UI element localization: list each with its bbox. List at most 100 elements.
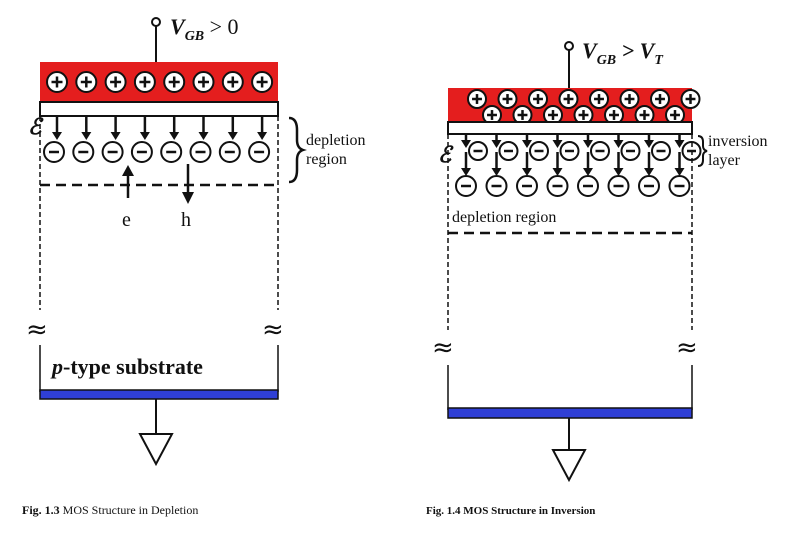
positive-charge-icon (680, 89, 701, 109)
gate-voltage-label: VGB > VT (582, 38, 664, 68)
positive-charge-icon (528, 89, 548, 109)
depletion-label-1: depletion (306, 132, 366, 149)
positive-charges (467, 89, 701, 125)
negative-charge-icon (651, 141, 671, 161)
negative-charge-icon (607, 175, 630, 197)
field-arrow-icon (613, 135, 624, 148)
negative-charge-icon (577, 175, 599, 197)
field-arrow-icon (52, 117, 62, 140)
negative-charge-icon (668, 175, 691, 197)
gate-terminal-circle (151, 17, 161, 27)
negative-charge-icon (559, 141, 580, 161)
negative-charge-icon (638, 175, 660, 197)
field-arrow-icon (522, 135, 532, 148)
field-arrow-icon (461, 152, 471, 176)
negative-charge-icon (455, 175, 477, 197)
negative-charge-icon (189, 141, 212, 163)
field-arrow-icon (491, 135, 502, 148)
negative-charge-icon (160, 141, 183, 163)
negative-charge-icon (101, 141, 124, 163)
ionized-acceptors (43, 141, 271, 163)
inversion-brace (697, 135, 708, 167)
hole-arrowhead (182, 192, 194, 204)
field-arrow-icon (491, 152, 502, 176)
field-arrow-icon (139, 117, 150, 140)
field-symbol: ℰ (438, 142, 454, 167)
field-arrow-icon (522, 152, 532, 176)
ground-symbol (138, 433, 174, 467)
gate-voltage-label: VGB > 0 (170, 14, 239, 44)
field-arrow-icon (644, 135, 654, 148)
field-arrow-icon (169, 117, 180, 140)
positive-charge-icon (589, 89, 609, 109)
caption-text: MOS Structure in Depletion (59, 503, 199, 517)
field-arrow-icon (227, 117, 238, 140)
field-symbol: ℰ (28, 114, 44, 139)
negative-charge-icon (620, 141, 641, 161)
caption-inversion: Fig. 1.4 MOS Structure in Inversion (426, 505, 595, 517)
ground-symbol (551, 449, 587, 483)
positive-charge-icon (46, 71, 68, 93)
positive-charge-icon (650, 89, 670, 109)
negative-charge-icon (546, 175, 569, 197)
negative-charge-icon (498, 141, 519, 161)
field-arrow-icon (461, 135, 471, 148)
negative-charge-icon (248, 141, 271, 163)
oxide-layer (39, 101, 279, 117)
back-contact-plate (39, 389, 279, 400)
field-arrows (52, 117, 268, 140)
caption-depletion: Fig. 1.3 MOS Structure in Depletion (22, 503, 198, 518)
positive-charge-icon (558, 89, 579, 109)
caption-number: Fig. 1.3 (22, 503, 60, 517)
positive-charge-icon (163, 71, 186, 93)
field-arrow-icon (613, 152, 624, 176)
negative-charge-icon (218, 141, 241, 163)
positive-charge-icon (497, 89, 518, 109)
field-arrow-icon (110, 117, 121, 140)
ionized-acceptors-and-electrons (455, 141, 702, 197)
field-arrow-icon (674, 152, 685, 176)
negative-charge-icon (43, 141, 65, 163)
positive-charge-icon (467, 89, 487, 109)
field-arrow-icon (583, 152, 593, 176)
field-arrow-icon (644, 152, 654, 176)
inversion-label-2: layer (708, 152, 741, 169)
negative-charge-icon (590, 141, 610, 161)
positive-charge-icon (251, 71, 274, 93)
negative-charge-icon (516, 175, 538, 197)
depletion-brace (288, 116, 307, 184)
positive-charge-icon (482, 105, 502, 125)
negative-charge-icon (468, 141, 488, 161)
caption-text: MOS Structure in Inversion (460, 505, 596, 517)
negative-charge-icon (529, 141, 549, 161)
positive-charges (46, 71, 274, 93)
break-symbol-left: ≈ (432, 333, 454, 363)
break-symbol-right: ≈ (262, 315, 284, 345)
gate-terminal-circle (564, 41, 574, 51)
positive-charge-icon (133, 71, 156, 93)
break-symbol-right: ≈ (676, 333, 698, 363)
inversion-label-1: inversion (708, 133, 768, 150)
positive-charge-icon (604, 105, 624, 125)
figure-inversion: VGB > VT ℰ inversion layer depletion reg… (432, 38, 768, 483)
positive-charge-icon (192, 71, 215, 93)
substrate-label: p-type substrate (50, 354, 203, 379)
negative-charge-icon (130, 141, 153, 163)
positive-charge-icon (75, 71, 98, 93)
electron-label: e (122, 209, 131, 231)
hole-label: h (181, 209, 191, 231)
positive-charge-icon (221, 71, 244, 93)
field-arrows (461, 135, 685, 176)
break-symbol-left: ≈ (26, 315, 48, 345)
field-arrow-icon (552, 135, 563, 148)
depletion-region-label: depletion region (452, 209, 556, 226)
figure-depletion: VGB > 0 ℰ depletion region e h ≈ ≈ p-typ… (26, 14, 366, 467)
depletion-label-2: region (306, 151, 347, 168)
positive-charge-icon (104, 71, 127, 93)
oxide-layer (447, 121, 693, 135)
negative-charge-icon (72, 141, 95, 163)
field-arrow-icon (674, 135, 685, 148)
caption-number: Fig. 1.4 (426, 505, 461, 517)
back-contact-plate (447, 407, 693, 419)
